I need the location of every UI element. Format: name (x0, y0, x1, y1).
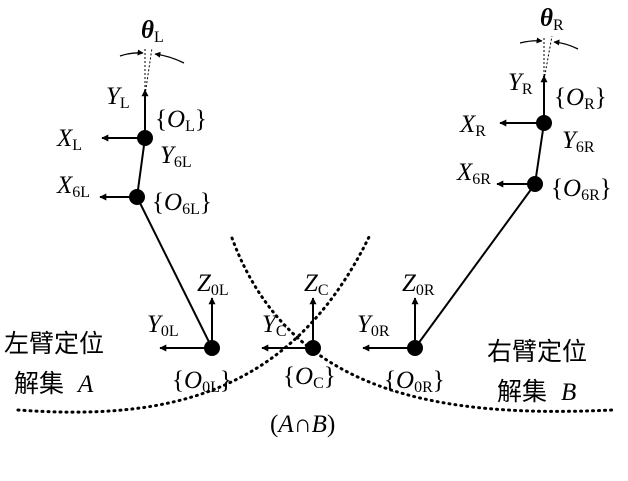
node-o-c (305, 340, 321, 356)
theta-l-arc-left (119, 49, 144, 57)
right-set-caption-line1: 右臂定位 (487, 337, 587, 366)
theta-l-label: θL (141, 17, 164, 46)
node-o-0r (407, 340, 423, 356)
y-r-label: YR (508, 69, 533, 98)
theta-l-rot-line (144, 47, 153, 96)
y-l-label: YL (106, 83, 130, 112)
y-0l-label: Y0L (147, 311, 179, 340)
o-6l-label: {O6L} (152, 189, 212, 218)
node-o-r (536, 115, 552, 131)
z-0r-label: Z0R (402, 270, 435, 299)
x-6r-label: X6R (456, 159, 491, 188)
node-o-l (137, 130, 153, 146)
o-r-label: {OR} (554, 84, 607, 113)
left-solution-set-curve (16, 233, 372, 414)
theta-l-arc-right (154, 51, 185, 64)
y-6l-label: Y6L (160, 142, 192, 171)
o-6r-label: {O6R} (551, 175, 612, 204)
o-0l-label: {O0L} (172, 367, 232, 396)
o-l-label: {OL} (155, 106, 207, 135)
o-c-label: {OC} (283, 363, 336, 392)
right-arm-link-upper (534, 122, 545, 185)
left-set-caption-line1: 左臂定位 (4, 329, 104, 358)
right-solution-set-curve (230, 236, 614, 413)
o-0r-label: {O0R} (384, 367, 445, 396)
theta-r-arc-right (553, 39, 579, 50)
intersection-label: (A∩B) (270, 411, 335, 438)
z-0l-label: Z0L (197, 270, 229, 299)
theta-r-label: θR (540, 5, 564, 34)
z-c-label: ZC (304, 270, 329, 299)
y-0r-label: Y0R (357, 311, 390, 340)
x-l-label: XL (56, 125, 82, 154)
y-c-label: YC (262, 311, 287, 340)
x-r-label: XR (459, 111, 486, 140)
y-6r-label: Y6R (562, 127, 595, 156)
node-o-6l (129, 189, 145, 205)
left-arm-link-upper (136, 137, 146, 198)
theta-r-rot-line (543, 35, 553, 81)
x-6l-label: X6L (56, 172, 90, 201)
theta-r-arc-left (519, 37, 543, 44)
node-o-0l (204, 340, 220, 356)
left-arm-link-lower (136, 196, 213, 349)
node-o-6r (527, 176, 543, 192)
right-arm-link-lower (414, 183, 536, 349)
